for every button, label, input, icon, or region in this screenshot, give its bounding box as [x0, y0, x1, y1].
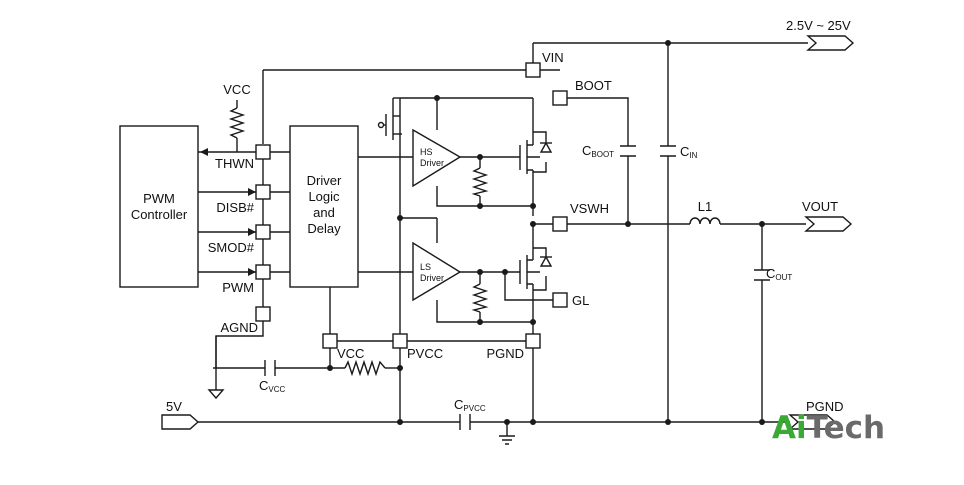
aitech-watermark-logo: AiTech — [772, 410, 885, 446]
pgnd-ground-symbol — [499, 435, 515, 445]
label-cboot: CBOOT — [582, 143, 614, 159]
svg-text:AiTech: AiTech — [772, 410, 885, 446]
label-cvcc: CVCC — [259, 378, 286, 394]
label-vswh: VSWH — [570, 201, 609, 216]
pin-labels: THWN DISB# SMOD# PWM AGND VCC PVCC PGND … — [208, 50, 612, 361]
l1-inductor — [689, 217, 721, 225]
label-input-range: 2.5V ~ 25V — [786, 18, 851, 33]
label-cpvcc: CPVCC — [454, 397, 486, 413]
label-vin: VIN — [542, 50, 564, 65]
driver-label-1: Driver — [307, 173, 342, 188]
label-cout: COUT — [766, 266, 792, 282]
label-l1: L1 — [698, 199, 712, 214]
hs-driver-label-2: Driver — [420, 158, 444, 168]
pin-gl — [552, 292, 568, 308]
hs-gate-resistor — [471, 167, 489, 197]
label-smod: SMOD# — [208, 240, 255, 255]
label-vcc-pin: VCC — [337, 346, 364, 361]
pin-disb — [255, 184, 271, 200]
label-disb: DISB# — [216, 200, 254, 215]
hs-mosfet — [519, 121, 553, 174]
component-labels: CBOOT CIN COUT CVCC CPVCC L1 — [259, 143, 792, 413]
label-gl: GL — [572, 293, 589, 308]
vout-connector — [804, 216, 853, 232]
ls-driver-label-2: Driver — [420, 273, 444, 283]
ls-mosfet — [519, 238, 553, 291]
label-thwn: THWN — [215, 156, 254, 171]
cin-capacitor — [660, 145, 676, 157]
hs-driver-label-1: HS — [420, 147, 433, 157]
label-pvcc-pin: PVCC — [407, 346, 443, 361]
label-pwm: PWM — [222, 280, 254, 295]
pwm-controller-block: PWM Controller — [119, 125, 199, 288]
pin-pgnd — [525, 333, 541, 349]
label-vcc-pullup: VCC — [223, 82, 250, 97]
label-pgnd-out: PGND — [806, 399, 844, 414]
cpvcc-capacitor — [459, 414, 471, 430]
label-agnd: AGND — [220, 320, 258, 335]
label-boot: BOOT — [575, 78, 612, 93]
pwm-controller-label-1: PWM — [143, 191, 175, 206]
pin-squares — [255, 62, 568, 349]
five-v-connector — [161, 414, 200, 430]
junction-dots — [327, 40, 765, 425]
vin-connector — [806, 35, 855, 51]
driver-label-2: Logic — [308, 189, 340, 204]
cboot-capacitor — [620, 145, 636, 157]
ls-driver-label-1: LS — [420, 262, 431, 272]
label-five-v: 5V — [166, 399, 182, 414]
watermark-tech: Tech — [807, 410, 886, 446]
hs-driver: HS Driver — [412, 128, 462, 188]
pin-smod — [255, 224, 271, 240]
pin-thwn — [255, 144, 271, 160]
pin-agnd — [255, 306, 271, 322]
agnd-ground-symbol — [207, 389, 225, 400]
pin-pvcc — [392, 333, 408, 349]
label-cin: CIN — [680, 144, 698, 160]
ls-gate-resistor — [471, 283, 489, 313]
vcc-pullup-resistor — [228, 107, 246, 139]
driver-label-4: Delay — [307, 221, 341, 236]
signal-arrows — [200, 148, 256, 276]
pin-vin — [525, 62, 541, 78]
label-vout: VOUT — [802, 199, 838, 214]
net-labels: VCC 2.5V ~ 25V VOUT 5V PGND — [166, 18, 851, 414]
pwm-controller-label-2: Controller — [131, 207, 188, 222]
pin-vswh — [552, 216, 568, 232]
cout-capacitor — [754, 269, 770, 281]
watermark-ai: Ai — [772, 410, 807, 446]
cvcc-capacitor — [264, 360, 276, 376]
ls-driver: LS Driver — [412, 241, 462, 302]
pin-boot — [552, 90, 568, 106]
driver-label-3: and — [313, 205, 335, 220]
pin-pwm — [255, 264, 271, 280]
small-pmos — [377, 121, 385, 129]
pgnd-out-connector — [788, 414, 837, 430]
vcc-series-resistor — [344, 359, 386, 377]
driver-logic-block: Driver Logic and Delay — [289, 125, 359, 288]
pin-vcc — [322, 333, 338, 349]
label-pgnd-pin: PGND — [486, 346, 524, 361]
